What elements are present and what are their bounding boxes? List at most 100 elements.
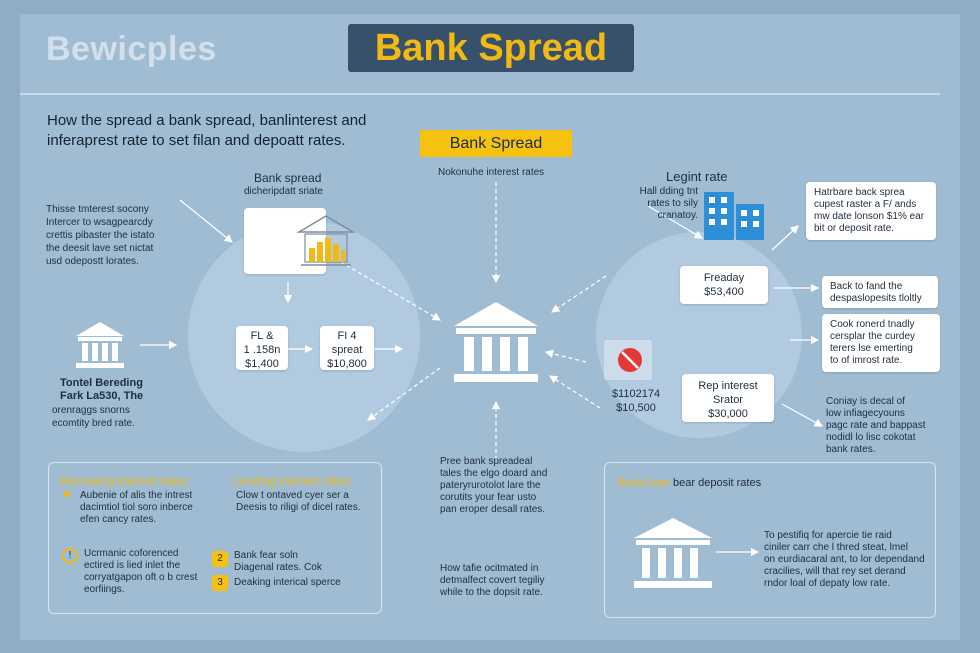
value-card: FL & 1 .158n $1,400	[236, 326, 288, 370]
text-line: ectired is lied inlet the	[84, 560, 181, 571]
heading-rest: bear deposit rates	[673, 477, 762, 489]
info-card: Back to fand the despaslopesits tloltly	[822, 276, 938, 308]
note-line: Intercer to wsagpearcdy	[46, 217, 153, 228]
lending-text: Clow t ontaved cyer ser a Deesis to rili…	[236, 490, 361, 514]
title-line: Tontel Bereding	[60, 377, 143, 389]
caption-line: orenraggs snorns	[52, 405, 130, 416]
caption-line: ecomtity bred rate.	[52, 418, 135, 429]
title-line: Fark La530, The	[60, 390, 144, 402]
right-bottom-note: Coniay is decal of low infiagecyouns pag…	[826, 396, 926, 456]
text-line: efen cancy rates.	[80, 514, 157, 525]
legint-rate-caption: Hall dding tnt rates to sily cranatoy.	[632, 186, 698, 222]
arrow	[544, 349, 587, 363]
bullet-dot	[64, 491, 70, 497]
text-line: Clow t ontaved cyer ser a	[236, 490, 349, 501]
card-line: $10,800	[327, 358, 367, 370]
intro-line: How the spread a bank spread, banlintere…	[47, 112, 367, 129]
text-line: cracilies, will that rey set derand	[764, 566, 906, 577]
card-line: cersplar the curdey	[830, 331, 916, 342]
text-line: Deaking interical sperce	[234, 577, 341, 588]
note-line: crettis pibaster the istato	[46, 230, 155, 241]
card-line: despaslopesits tloltly	[830, 293, 922, 304]
arrow	[548, 375, 601, 409]
bank-spread-title: Bank spread	[254, 171, 322, 185]
header-divider	[20, 93, 940, 95]
note-line: tales the elgo doard and	[440, 468, 548, 479]
note-line: while to the dopsit rate.	[440, 587, 543, 598]
bar-chart-card	[244, 208, 356, 274]
arrow	[551, 275, 607, 313]
note-line: Pree bank spreadeal	[440, 456, 533, 467]
note-line: detmalfect covert tegiliy	[440, 575, 545, 586]
deposit-box	[604, 462, 936, 618]
deposit-text: To pestifiq for apercie tie raid ciniler…	[764, 530, 925, 590]
text-line: eorfiings.	[84, 584, 125, 595]
note-line: Coniay is decal of	[826, 396, 905, 407]
page-title: Bank Spread	[348, 24, 634, 72]
note-line: usd odepostt lorates.	[46, 256, 139, 267]
info-card: Hatrbare back sprea cupest raster a F/ a…	[806, 182, 936, 240]
stop-sign-icon	[618, 348, 642, 372]
deposit-heading: Back/Loan bear deposit rates	[618, 476, 761, 490]
legint-rate-title: Legint rate	[666, 169, 728, 184]
bar-chart-icon	[296, 215, 356, 266]
bank-spread-caption: dicheripdatt sriate	[244, 186, 323, 197]
bank-building-icon	[454, 302, 538, 382]
intro-text: How the spread a bank spread, banlintere…	[47, 111, 377, 151]
info-card: Freaday $53,400	[680, 266, 768, 304]
borrowing-heading: Borrowing interest rates:	[60, 474, 191, 488]
note-line: pan eroper desall rates.	[440, 504, 546, 515]
card-line: 1 .158n	[243, 344, 281, 356]
heading-accent: Back/Loan	[618, 477, 670, 489]
bottom-center-note: How tafie ocitmated in detmalfect covert…	[440, 563, 545, 599]
card-line: terers lse emerting	[830, 343, 913, 354]
bank-building-icon	[634, 518, 712, 588]
alert-icon: !	[62, 548, 78, 564]
text-line: corryatgapon oft o b crest	[84, 572, 198, 583]
note-line: corutits your fear usto	[440, 492, 537, 503]
item-b-text: Bank fear soln Diagenal rates. Cok Deaki…	[234, 550, 341, 589]
card-line: to of imrost rate.	[830, 355, 903, 366]
left-bank-caption: orenraggs snorns ecomtity bred rate.	[52, 404, 135, 430]
center-note: Pree bank spreadeal tales the elgo doard…	[440, 456, 547, 516]
card-line: FL &	[250, 330, 274, 342]
text-line: dacimtiol tiol soro inberce	[80, 502, 193, 513]
caption-line: cranatoy.	[657, 210, 698, 221]
caption-line: Hall dding tnt	[639, 186, 698, 197]
number-badge: 2	[212, 551, 228, 567]
arrow	[647, 205, 704, 239]
text-line: on eurdiacaral ant, to lor dependand	[764, 554, 925, 565]
note-line: the deesit lave set nictat	[46, 243, 154, 254]
card-line: FI 4	[337, 330, 357, 342]
arrow	[781, 403, 824, 427]
card-line: spreat	[331, 344, 363, 356]
note-line: pateryrurotolot lare the	[440, 480, 541, 491]
card-line: mw date lonson $1% ear	[814, 211, 925, 222]
text-line: Bank fear soln	[234, 550, 298, 561]
item-a-text: Ucrmanic coforenced ectired is lied inle…	[84, 548, 197, 596]
card-line: cupest raster a F/ ands	[814, 199, 917, 210]
note-line: bank rates.	[826, 444, 876, 455]
section-caption: Nokonuhe interest rates	[438, 167, 545, 178]
card-line: Hatrbare back sprea	[814, 187, 905, 198]
stop-sign-tile	[604, 340, 652, 380]
text-line: To pestifiq for apercie tie raid	[764, 530, 892, 541]
text-line: Diagenal rates. Cok	[234, 562, 322, 573]
note-line: How tafie ocitmated in	[440, 563, 539, 574]
brand-logo-text: Bewicples	[46, 30, 217, 68]
text-line: rndor loal of depaty low rate.	[764, 578, 891, 589]
card-line: Back to fand the	[830, 281, 903, 292]
card-line: $30,000	[708, 408, 748, 420]
note-line: pagc rate and bappast	[826, 420, 926, 431]
intro-line: inferaprest rate to set filan and depoat…	[47, 132, 346, 149]
left-bank-title: Tontel Bereding Fark La530, The	[60, 377, 143, 403]
card-line: bit or deposit rate.	[814, 223, 895, 234]
amount-line: $1102174	[611, 388, 661, 400]
arrow	[771, 225, 799, 251]
value-card: FI 4 spreat $10,800	[320, 326, 374, 370]
card-line: Cook ronerd tnadly	[830, 319, 915, 330]
caption-line: rates to sily	[647, 198, 698, 209]
card-line: $1,400	[245, 358, 279, 370]
card-line: Rep interest	[698, 380, 758, 392]
